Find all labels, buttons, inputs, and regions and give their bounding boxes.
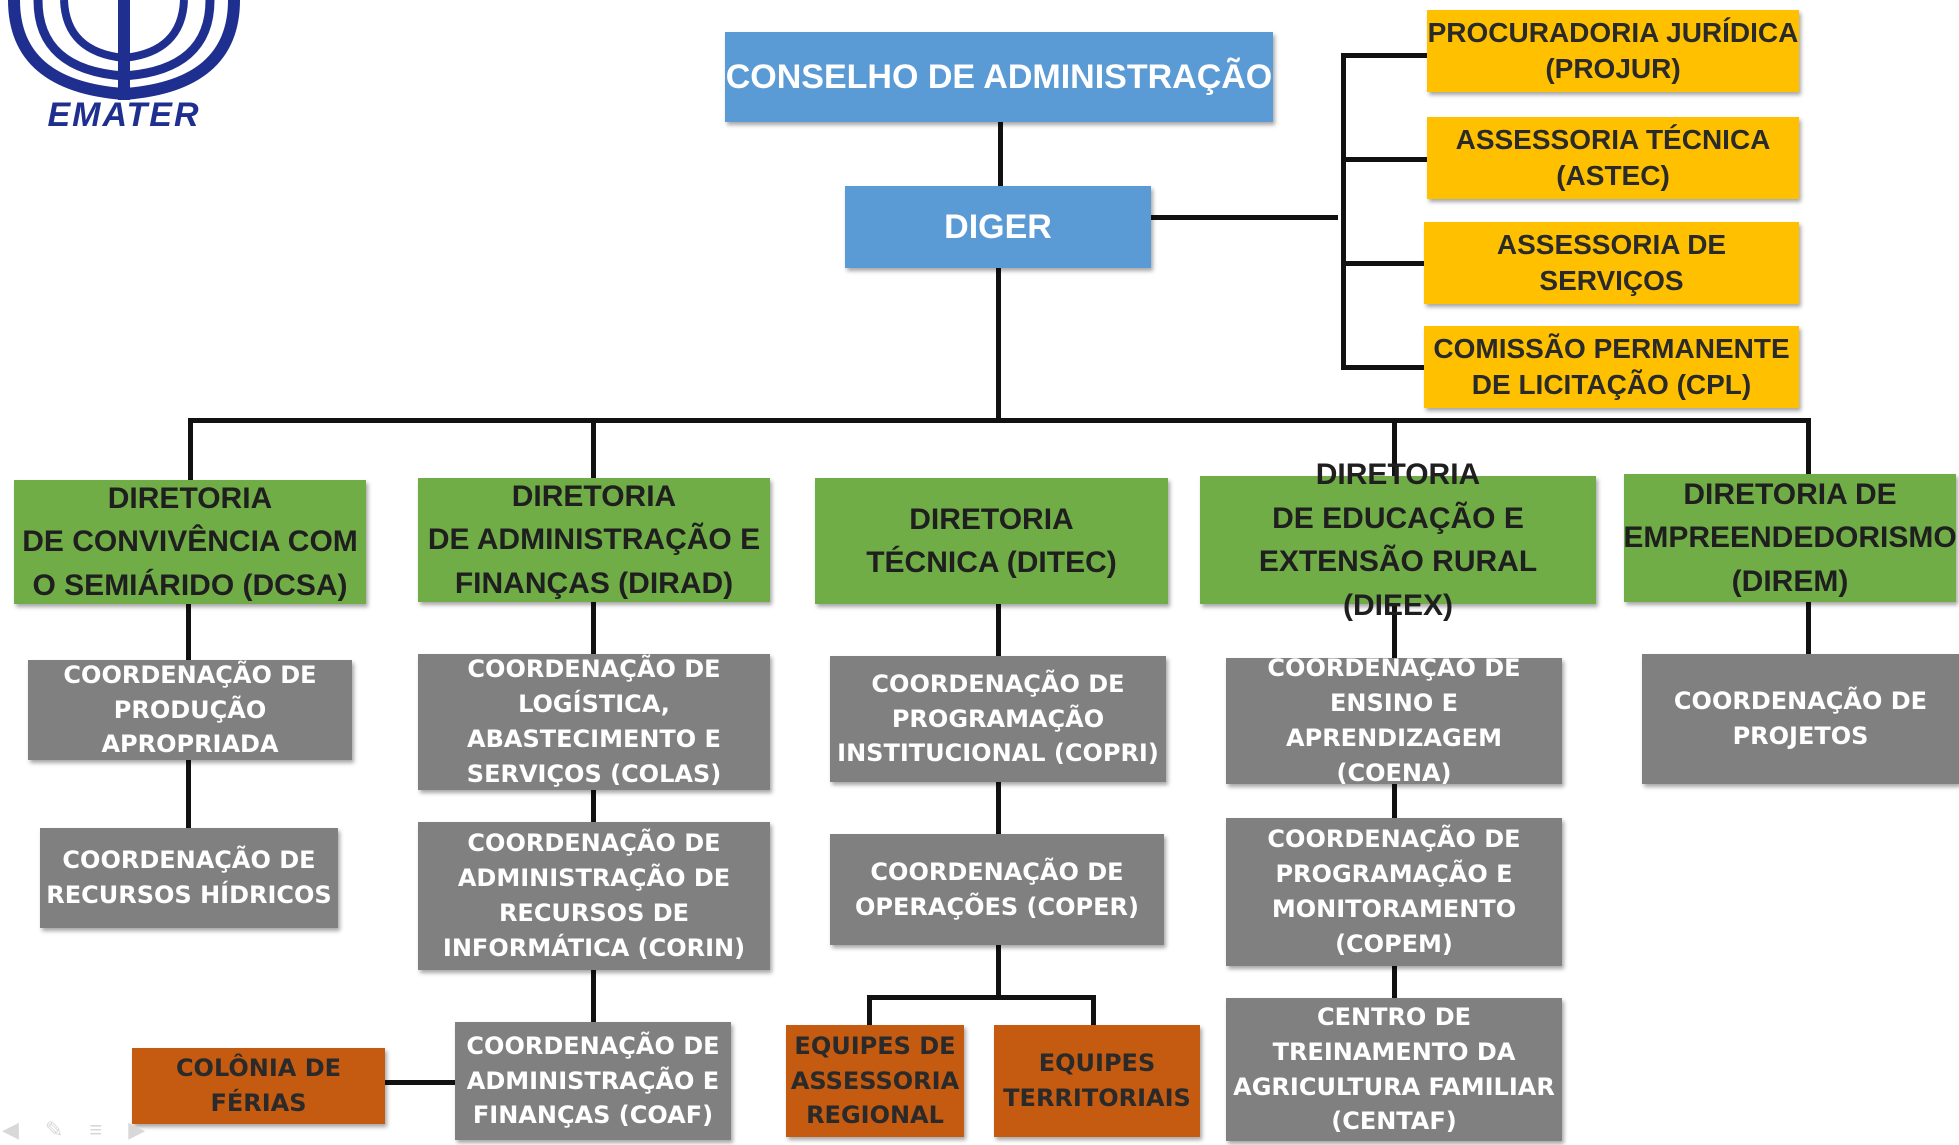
team-box-regional: EQUIPES DE ASSESSORIA REGIONAL (786, 1025, 964, 1137)
coordination-box-coper: COORDENAÇÃO DE OPERAÇÕES (COPER) (830, 834, 1164, 945)
pen-icon[interactable]: ✎ (44, 1117, 64, 1142)
team-label: EQUIPES TERRITORIAIS (1003, 1049, 1191, 1112)
previous-slide-icon[interactable]: ◀ (2, 1117, 19, 1142)
connector (188, 418, 1811, 423)
directorate-label: DIRETORIA DE ADMINISTRAÇÃO E FINANÇAS (D… (427, 479, 761, 600)
directorate-box-direm: DIRETORIA DE EMPREENDEDORISMO (DIREM) (1623, 474, 1957, 602)
coordination-label: COORDENAÇÃO DE LOGÍSTICA, ABASTECIMENTO … (466, 655, 722, 788)
directorate-label: DIRETORIA DE EMPREENDEDORISMO (DIREM) (1623, 477, 1957, 598)
coordination-box-colas: COORDENAÇÃO DE LOGÍSTICA, ABASTECIMENTO … (418, 654, 770, 790)
diger-box: DIGER (845, 186, 1151, 268)
coordination-box-producao: COORDENAÇÃO DE PRODUÇÃO APROPRIADA (28, 660, 352, 760)
advisory-box-cpl: COMISSÃO PERMANENTE DE LICITAÇÃO (CPL) (1424, 326, 1799, 408)
coordination-box-copem: COORDENAÇÃO DE PROGRAMAÇÃO E MONITORAMEN… (1226, 818, 1562, 966)
directorate-box-dirad: DIRETORIA DE ADMINISTRAÇÃO E FINANÇAS (D… (418, 478, 770, 602)
menorah-icon (8, 0, 240, 101)
coordination-label: COORDENAÇÃO DE PROGRAMAÇÃO INSTITUCIONAL… (837, 669, 1159, 768)
connector (1392, 966, 1397, 998)
coordination-label: COORDENAÇÃO DE PROJETOS (1673, 687, 1928, 750)
connector (591, 418, 596, 478)
connector (867, 995, 1096, 1000)
coordination-label: COORDENAÇÃO DE ADMINISTRAÇÃO DE RECURSOS… (442, 829, 746, 962)
logo-text: EMATER (47, 96, 200, 134)
player-controls: ◀ ✎ ≡ ▶ (2, 1118, 145, 1142)
connector (1341, 53, 1427, 58)
coordination-label: COORDENAÇÃO DE OPERAÇÕES (COPER) (855, 857, 1139, 921)
directorate-label: DIRETORIA DE CONVIVÊNCIA COM O SEMIÁRIDO… (22, 481, 358, 602)
advisory-label: COMISSÃO PERMANENTE DE LICITAÇÃO (CPL) (1433, 332, 1790, 400)
coordination-label: COORDENAÇÃO DE PRODUÇÃO APROPRIADA (63, 660, 317, 759)
coordination-box-coaf: COORDENAÇÃO DE ADMINISTRAÇÃO E FINANÇAS … (455, 1022, 731, 1140)
emater-logo: EMATER (8, 0, 240, 134)
connector (1392, 604, 1397, 658)
connector (1341, 365, 1425, 370)
coordination-box-centaf: CENTRO DE TREINAMENTO DA AGRICULTURA FAM… (1226, 998, 1562, 1141)
connector (186, 602, 191, 660)
board-label: CONSELHO DE ADMINISTRAÇÃO (725, 57, 1273, 96)
connector (1806, 602, 1811, 654)
coordination-box-corin: COORDENAÇÃO DE ADMINISTRAÇÃO DE RECURSOS… (418, 822, 770, 970)
coordination-label: COORDENAÇÃO DE ADMINISTRAÇÃO E FINANÇAS … (466, 1031, 720, 1130)
directorate-label: DIRETORIA TÉCNICA (DITEC) (866, 502, 1117, 580)
directorate-box-dieex: DIRETORIA DE EDUCAÇÃO E EXTENSÃO RURAL (… (1200, 458, 1596, 622)
team-box-territoriais: EQUIPES TERRITORIAIS (994, 1025, 1200, 1137)
directorate-label: DIRETORIA DE EDUCAÇÃO E EXTENSÃO RURAL (… (1258, 458, 1538, 622)
advisory-label: ASSESSORIA DE SERVIÇOS (1496, 228, 1727, 296)
coordination-label: COORDENAÇÃO DE ENSINO E APRENDIZAGEM (CO… (1267, 654, 1521, 787)
colonia-ferias-box: COLÔNIA DE FÉRIAS (132, 1048, 385, 1124)
coordination-label: COORDENAÇÃO DE RECURSOS HÍDRICOS (46, 846, 332, 909)
colonia-ferias-label: COLÔNIA DE FÉRIAS (175, 1054, 342, 1117)
connector (1341, 261, 1425, 266)
connector (1150, 215, 1338, 220)
board-box: CONSELHO DE ADMINISTRAÇÃO (725, 32, 1273, 122)
connector (385, 1080, 455, 1085)
advisory-box-astec: ASSESSORIA TÉCNICA (ASTEC) (1427, 117, 1799, 199)
connector (1341, 157, 1427, 162)
connector (996, 604, 1001, 656)
connector (996, 782, 1001, 834)
connector (591, 602, 596, 654)
connector (1091, 995, 1096, 1025)
directorate-box-dcsa: DIRETORIA DE CONVIVÊNCIA COM O SEMIÁRIDO… (14, 480, 366, 604)
next-slide-icon[interactable]: ▶ (128, 1117, 146, 1142)
connector (1392, 784, 1397, 818)
connector (996, 945, 1001, 997)
advisory-box-services: ASSESSORIA DE SERVIÇOS (1424, 222, 1799, 304)
coordination-label: COORDENAÇÃO DE PROGRAMAÇÃO E MONITORAMEN… (1267, 825, 1521, 958)
coordination-box-coena: COORDENAÇÃO DE ENSINO E APRENDIZAGEM (CO… (1226, 654, 1562, 787)
connector (1392, 418, 1397, 476)
connector (998, 120, 1003, 186)
connector (591, 790, 596, 822)
team-label: EQUIPES DE ASSESSORIA REGIONAL (790, 1031, 960, 1130)
diger-label: DIGER (944, 207, 1052, 246)
connector (1341, 53, 1346, 370)
connector (188, 418, 193, 480)
coordination-label: CENTRO DE TREINAMENTO DA AGRICULTURA FAM… (1233, 1002, 1555, 1136)
connector (186, 760, 191, 828)
connector (1806, 418, 1811, 474)
menu-icon[interactable]: ≡ (89, 1117, 103, 1142)
connector (591, 970, 596, 1022)
connector (867, 995, 872, 1025)
coordination-box-recursos-hidricos: COORDENAÇÃO DE RECURSOS HÍDRICOS (40, 828, 338, 928)
directorate-box-ditec: DIRETORIA TÉCNICA (DITEC) (815, 478, 1168, 604)
advisory-label: ASSESSORIA TÉCNICA (ASTEC) (1455, 123, 1771, 191)
connector (996, 268, 1001, 423)
advisory-box-projur: PROCURADORIA JURÍDICA (PROJUR) (1427, 10, 1799, 92)
coordination-box-copri: COORDENAÇÃO DE PROGRAMAÇÃO INSTITUCIONAL… (830, 656, 1166, 782)
coordination-box-projetos: COORDENAÇÃO DE PROJETOS (1642, 654, 1959, 784)
advisory-label: PROCURADORIA JURÍDICA (PROJUR) (1427, 16, 1799, 84)
